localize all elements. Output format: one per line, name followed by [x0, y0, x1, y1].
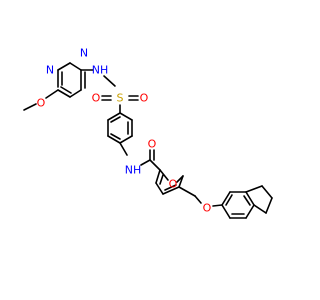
bond-methoxy-2 — [23, 103, 37, 111]
atom-o-carbonyl: O — [148, 138, 157, 151]
bond-benz-6 — [107, 112, 121, 121]
bond-ind-6 — [221, 204, 231, 219]
bond-cp-2 — [261, 185, 273, 199]
bond-co-furan — [149, 159, 161, 171]
bond-ind-1 — [221, 191, 231, 206]
bond-cp-3 — [265, 197, 273, 214]
bond-pyr-6b — [60, 86, 72, 94]
bond-fur-6 — [178, 175, 184, 188]
atom-n-pyrimidine-left: N — [46, 64, 54, 77]
bond-pyr-6 — [57, 89, 71, 98]
bond-layer — [23, 62, 273, 219]
atom-o-furan: O — [169, 178, 178, 191]
bond-benz-1 — [119, 112, 133, 121]
atom-o-ether: O — [203, 202, 212, 215]
bond-pyr-5 — [69, 89, 82, 98]
bond-nh-s — [103, 75, 116, 87]
atom-o-sulfonyl-left: O — [92, 92, 101, 105]
atom-o-sulfonyl-right: O — [140, 92, 149, 105]
bond-ind-1b — [225, 194, 233, 206]
bond-pyr-3 — [69, 62, 82, 71]
atom-label-layer: N N O NH S O O NH O O O — [37, 47, 212, 215]
bond-benz-3 — [119, 135, 133, 144]
bond-fur-3 — [155, 169, 161, 184]
bond-benz-nh — [119, 142, 128, 156]
bond-benz-4b — [110, 133, 121, 140]
atom-nh-sulfonamide: NH — [92, 64, 109, 77]
bond-benz-6b — [110, 116, 121, 123]
bond-fur-4 — [155, 182, 164, 195]
bond-nh-co — [140, 159, 151, 166]
bond-ind-3 — [245, 191, 255, 206]
atom-s-sulfonyl: S — [117, 92, 124, 105]
bond-cp-4 — [253, 204, 267, 214]
atom-n-pyrimidine-top: N — [80, 47, 88, 60]
bond-fur-3b — [159, 174, 164, 185]
bond-fur-1 — [159, 169, 169, 181]
atom-nh-amide: NH — [125, 164, 142, 177]
bond-fur-5 — [162, 186, 180, 195]
bond-fur-5b — [164, 184, 177, 191]
molecule-structure-diagram: N N O NH S O O NH O O O — [23, 47, 273, 219]
bond-ch2-1 — [178, 186, 196, 197]
bond-ch2-2 — [194, 195, 202, 204]
atom-o-methoxy: O — [37, 97, 46, 110]
bond-ind-3b — [243, 195, 251, 206]
bond-methoxy-1 — [45, 89, 59, 99]
bond-ind-4 — [245, 204, 255, 219]
bond-benz-4 — [107, 135, 121, 144]
bond-cp-1 — [245, 185, 263, 193]
bond-o-ind — [212, 204, 223, 207]
bond-pyr-1 — [57, 62, 71, 71]
